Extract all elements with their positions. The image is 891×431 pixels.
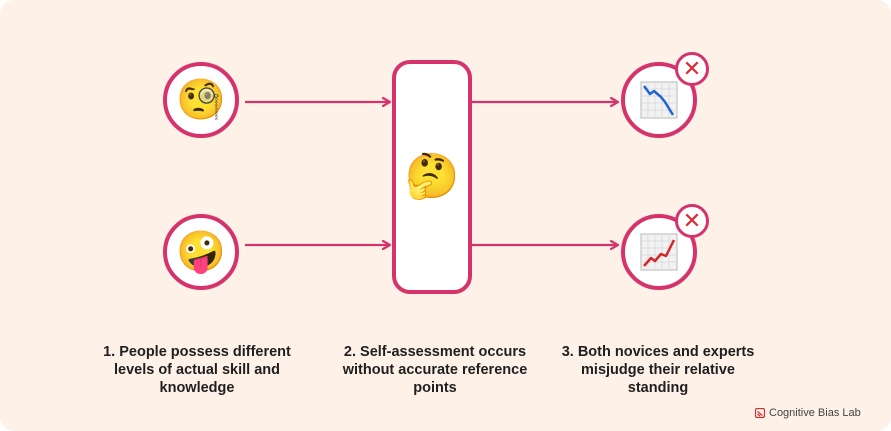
brand-watermark: Cognitive Bias Lab — [755, 407, 861, 419]
step-3-caption: 3. Both novices and experts misjudge the… — [553, 343, 763, 397]
chart-increasing-icon — [640, 233, 678, 271]
step-text: Both novices and experts misjudge their … — [577, 344, 755, 396]
step-number: 1. — [103, 344, 116, 360]
cross-mark-icon: ✕ — [675, 52, 709, 86]
expert-outcome-node — [621, 62, 697, 138]
step-number: 3. — [561, 344, 574, 360]
step-number: 2. — [343, 344, 357, 360]
step-2-caption: 2. Self-assessment occurs without accura… — [330, 343, 540, 397]
step-text: People possess different levels of actua… — [113, 344, 291, 396]
step-1-caption: 1. People possess different levels of ac… — [92, 343, 302, 397]
novice-node: 🤪 — [163, 214, 239, 290]
cross-mark-icon: ✕ — [675, 204, 709, 238]
chart-decreasing-icon — [640, 81, 678, 119]
step-text: Self-assessment occurs without accurate … — [342, 344, 528, 396]
zany-face-icon: 🤪 — [176, 229, 226, 275]
self-assessment-node: 🤔 — [392, 60, 472, 294]
expert-node: 🧐 — [163, 62, 239, 138]
thinking-face-icon: 🤔 — [404, 151, 460, 202]
brand-label: Cognitive Bias Lab — [769, 407, 861, 419]
brand-logo-icon — [755, 408, 765, 418]
face-with-monocle-icon: 🧐 — [176, 77, 226, 123]
